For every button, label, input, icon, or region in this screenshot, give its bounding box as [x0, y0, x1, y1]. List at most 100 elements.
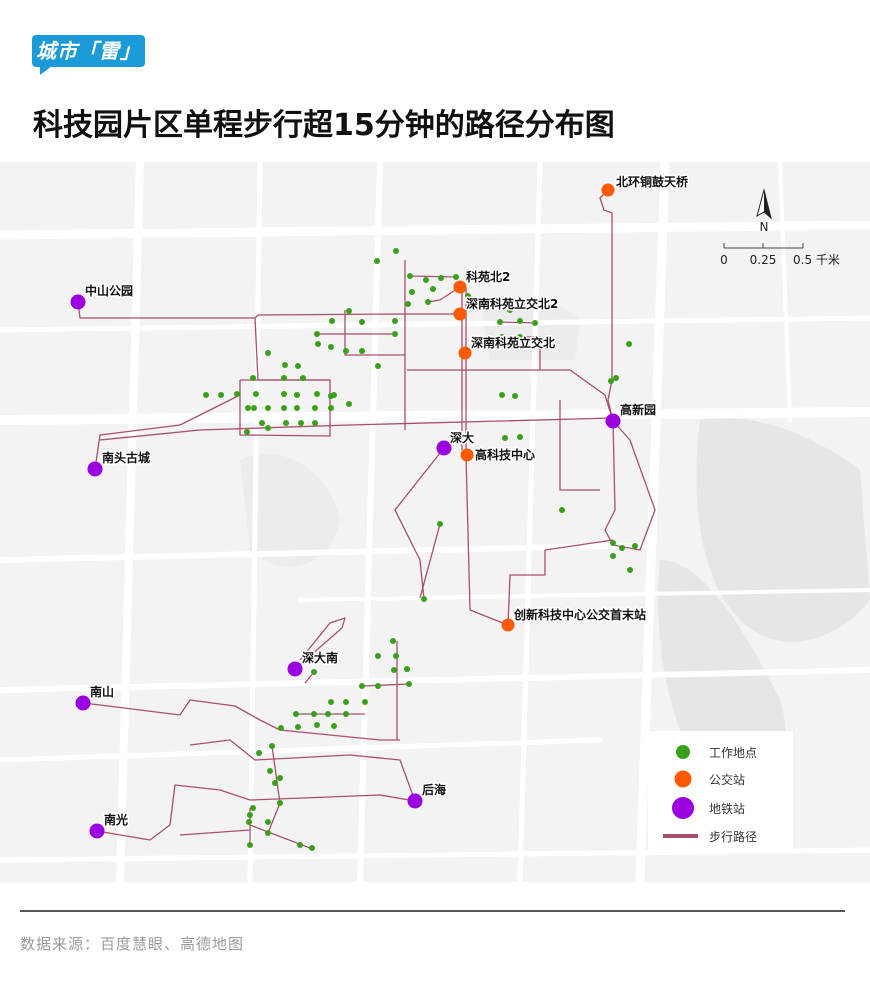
work-location-dot	[517, 334, 523, 340]
legend-bus-label: 公交站	[709, 772, 745, 787]
work-location-dot	[502, 435, 508, 441]
work-location-dot	[359, 683, 365, 689]
metro-station-label: 高新园	[620, 402, 656, 417]
metro-station-marker[interactable]	[87, 461, 103, 477]
divider	[20, 910, 845, 912]
work-location-dot	[277, 775, 283, 781]
work-location-dot	[234, 391, 240, 397]
work-location-dot	[298, 420, 304, 426]
metro-station-label: 中山公园	[85, 283, 133, 298]
legend-path-icon	[663, 834, 698, 838]
north-arrow-shade	[764, 190, 771, 218]
metro-station-marker[interactable]	[70, 294, 86, 310]
work-location-dot	[311, 669, 317, 675]
metro-station-label: 深大	[450, 430, 474, 445]
work-location-dot	[517, 318, 523, 324]
work-location-dot	[343, 699, 349, 705]
legend-work-label: 工作地点	[709, 746, 757, 760]
logo-badge	[32, 35, 145, 75]
work-location-dot	[346, 308, 352, 314]
walking-path	[361, 683, 410, 687]
work-location-dot	[267, 768, 273, 774]
walking-path	[559, 400, 600, 491]
work-location-dot	[294, 392, 300, 398]
work-location-dot	[253, 391, 259, 397]
bus-station-label: 高科技中心	[475, 447, 535, 462]
work-location-dot	[405, 301, 411, 307]
road	[357, 162, 383, 882]
work-location-dot	[407, 273, 413, 279]
work-location-dot	[265, 425, 271, 431]
metro-station-label: 深大南	[302, 650, 338, 665]
bus-station-marker[interactable]	[453, 280, 467, 294]
walking-path	[419, 523, 441, 599]
work-location-dot	[425, 299, 431, 305]
work-location-dot	[244, 429, 250, 435]
walking-path	[502, 336, 541, 370]
stations: 北环铜鼓天桥科苑北2深南科苑立交北2深南科苑立交北高科技中心创新科技中心公交首末…	[70, 173, 691, 839]
work-location-dot	[247, 842, 253, 848]
metro-station-marker[interactable]	[75, 695, 91, 711]
work-location-dot	[245, 405, 251, 411]
work-location-dot	[265, 350, 271, 356]
work-location-dot	[250, 805, 256, 811]
walking-path	[99, 417, 614, 441]
work-location-dot	[329, 318, 335, 324]
work-location-dot	[438, 275, 444, 281]
walking-path	[507, 539, 614, 626]
work-location-dot	[297, 842, 303, 848]
work-location-dot	[390, 638, 396, 644]
work-location-dot	[437, 521, 443, 527]
bus-station-label: 北环铜鼓天桥	[616, 174, 689, 189]
work-location-dot	[203, 392, 209, 398]
data-source: 数据来源：百度慧眼、高德地图	[20, 935, 245, 953]
scale-label-025: 0.25	[750, 253, 777, 267]
bus-station-marker[interactable]	[460, 448, 474, 462]
work-location-dot	[328, 405, 334, 411]
map[interactable]: 北环铜鼓天桥科苑北2深南科苑立交北2深南科苑立交北高科技中心创新科技中心公交首末…	[0, 162, 870, 882]
metro-station-label: 南头古城	[102, 450, 150, 465]
work-location-dot	[259, 420, 265, 426]
walking-path	[409, 275, 457, 278]
work-location-dot	[343, 711, 349, 717]
metro-station-marker[interactable]	[89, 823, 105, 839]
work-location-dot	[512, 393, 518, 399]
work-location-dot	[277, 800, 283, 806]
road	[298, 588, 870, 602]
work-location-dot	[300, 375, 306, 381]
work-location-dot	[532, 320, 538, 326]
bus-station-marker[interactable]	[501, 618, 515, 632]
work-location-dot	[406, 681, 412, 687]
legend-path-label: 步行路径	[709, 829, 757, 844]
metro-station-marker[interactable]	[436, 440, 452, 456]
walking-path	[465, 454, 509, 626]
road	[0, 220, 870, 240]
work-location-dot	[309, 845, 315, 851]
work-location-dot	[282, 362, 288, 368]
scale-label-05: 0.5 千米	[793, 253, 840, 267]
work-location-dot	[453, 274, 459, 280]
walking-path	[427, 286, 461, 303]
work-location-dot	[283, 420, 289, 426]
walking-path	[94, 394, 241, 470]
bus-station-marker[interactable]	[453, 307, 467, 321]
work-location-dot	[265, 405, 271, 411]
work-location-dot	[559, 507, 565, 513]
work-locations	[203, 248, 638, 851]
work-location-dot	[610, 540, 616, 546]
work-location-dot	[315, 341, 321, 347]
logo-text: 城市「雷」好	[36, 39, 141, 95]
bus-station-marker[interactable]	[458, 346, 472, 360]
work-location-dot	[465, 293, 471, 299]
work-location-dot	[265, 819, 271, 825]
work-location-dot	[314, 331, 320, 337]
work-location-dot	[619, 545, 625, 551]
work-location-dot	[393, 653, 399, 659]
metro-station-marker[interactable]	[605, 413, 621, 429]
bus-station-marker[interactable]	[601, 183, 615, 197]
work-location-dot	[391, 667, 397, 673]
metro-station-marker[interactable]	[287, 661, 303, 677]
work-location-dot	[626, 341, 632, 347]
metro-station-marker[interactable]	[407, 793, 423, 809]
work-location-dot	[250, 375, 256, 381]
